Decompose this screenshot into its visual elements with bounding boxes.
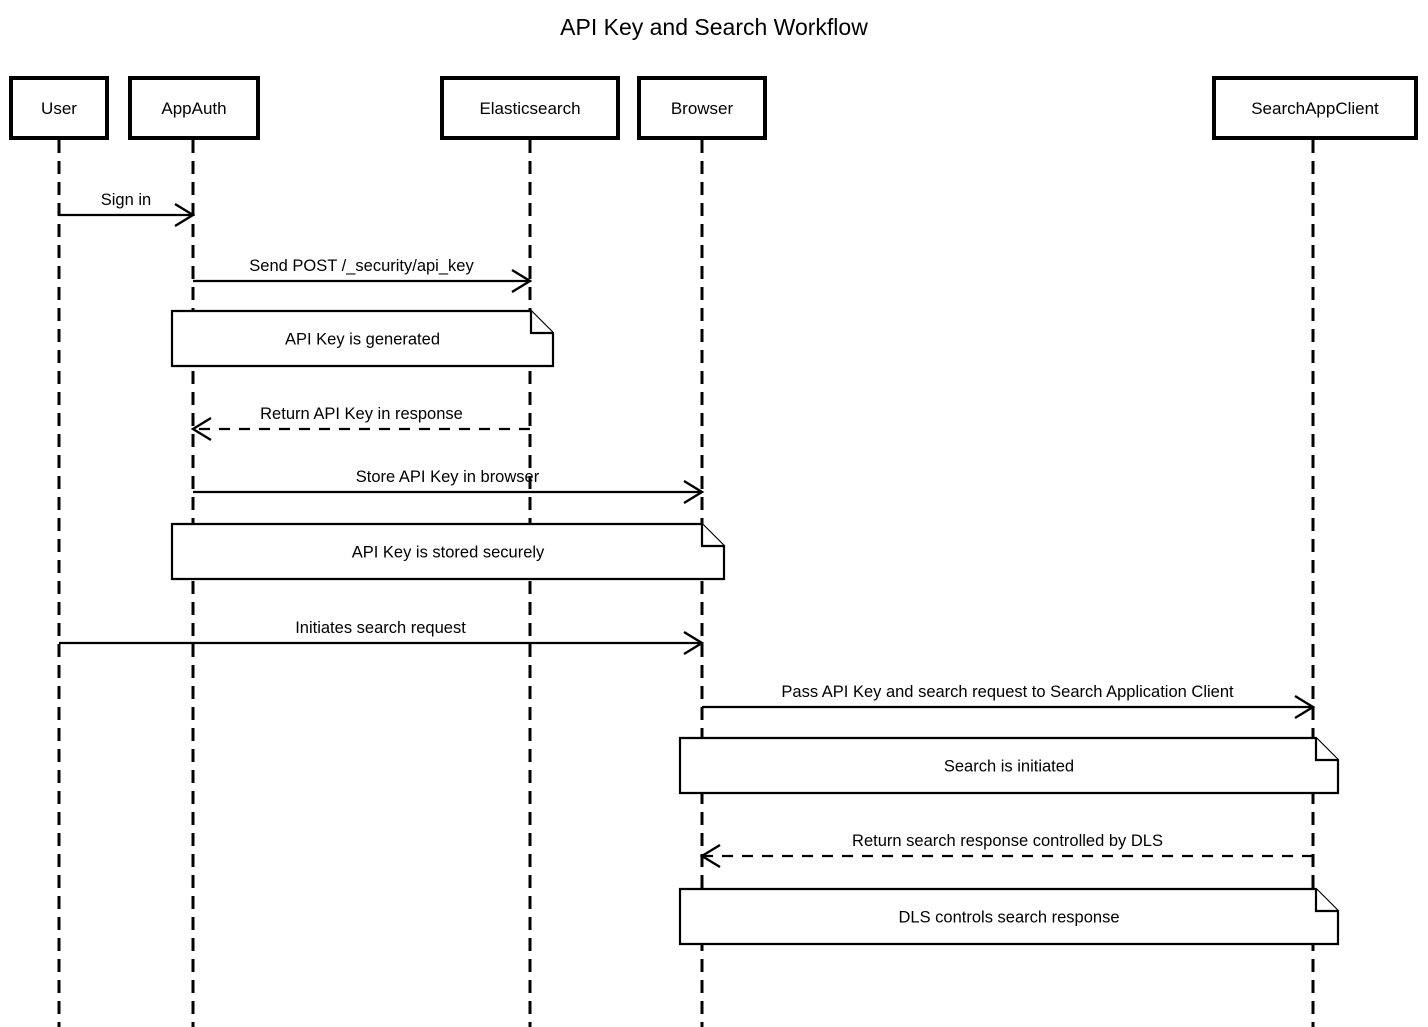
- note-n2: API Key is stored securely: [170, 522, 726, 581]
- participant-elasticsearch[interactable]: Elasticsearch: [440, 76, 620, 140]
- message-label-m3: Return API Key in response: [260, 405, 463, 423]
- arrowhead-icon-m4: [683, 479, 705, 505]
- participant-label-appauth: AppAuth: [161, 99, 226, 118]
- message-m5: Initiates search request: [59, 619, 705, 656]
- message-label-m7: Return search response controlled by DLS: [852, 832, 1163, 850]
- note-body-n3: [678, 736, 1340, 795]
- lifelines-layer: [57, 140, 1315, 1027]
- messages-layer: Sign in Send POST /_security/api_keyRetur…: [59, 191, 1316, 869]
- participant-label-user: User: [41, 99, 77, 118]
- note-label-n3: Search is initiated: [944, 758, 1074, 776]
- participant-box-browser: [637, 76, 767, 140]
- arrowhead-icon-m5: [683, 630, 705, 656]
- message-label-m6: Pass API Key and search request to Searc…: [781, 683, 1234, 701]
- note-fold-icon-n2: [700, 524, 724, 548]
- participant-box-searchappclient: [1212, 76, 1418, 140]
- note-fold-icon-n3: [1314, 738, 1338, 762]
- participants-layer: User AppAuth Elasticsearch Browser SearchApp…: [9, 76, 1418, 140]
- message-m6: Pass API Key and search request to Searc…: [702, 683, 1316, 720]
- note-fold-icon-n4: [1314, 889, 1338, 913]
- participant-appauth[interactable]: AppAuth: [128, 76, 260, 140]
- participant-label-elasticsearch: Elasticsearch: [479, 99, 580, 118]
- participant-searchappclient[interactable]: SearchAppClient: [1212, 76, 1418, 140]
- message-m7: Return search response controlled by DLS: [699, 832, 1313, 869]
- participant-label-browser: Browser: [671, 99, 734, 118]
- participant-label-searchappclient: SearchAppClient: [1251, 99, 1379, 118]
- arrowhead-icon-m6: [1294, 694, 1316, 720]
- participant-box-elasticsearch: [440, 76, 620, 140]
- note-label-n4: DLS controls search response: [898, 909, 1119, 927]
- arrowhead-icon-m2: [511, 268, 533, 294]
- message-label-m2: Send POST /_security/api_key: [249, 257, 474, 275]
- note-n4: DLS controls search response: [678, 887, 1340, 946]
- arrowhead-icon-m1: [174, 202, 196, 228]
- message-label-m1: Sign in: [101, 191, 151, 209]
- note-n3: Search is initiated: [678, 736, 1340, 795]
- message-m2: Send POST /_security/api_key: [193, 257, 533, 294]
- note-label-n1: API Key is generated: [285, 331, 440, 349]
- note-body-n4: [678, 887, 1340, 946]
- participant-box-appauth: [128, 76, 260, 140]
- note-body-n2: [170, 522, 726, 581]
- message-m3: Return API Key in response: [190, 405, 530, 442]
- message-label-m4: Store API Key in browser: [356, 468, 540, 486]
- message-m1: Sign in: [59, 191, 196, 228]
- participant-browser[interactable]: Browser: [637, 76, 767, 140]
- note-body-n1: [170, 309, 555, 368]
- note-label-n2: API Key is stored securely: [352, 544, 545, 562]
- participant-box-user: [9, 76, 109, 140]
- arrowhead-icon-m7: [699, 843, 721, 869]
- note-fold-icon-n1: [529, 311, 553, 335]
- message-label-m5: Initiates search request: [295, 619, 466, 637]
- diagram-title: API Key and Search Workflow: [560, 14, 868, 40]
- arrowhead-icon-m3: [190, 416, 212, 442]
- message-m4: Store API Key in browser: [193, 468, 705, 505]
- note-n1: API Key is generated: [170, 309, 555, 368]
- participant-user[interactable]: User: [9, 76, 109, 140]
